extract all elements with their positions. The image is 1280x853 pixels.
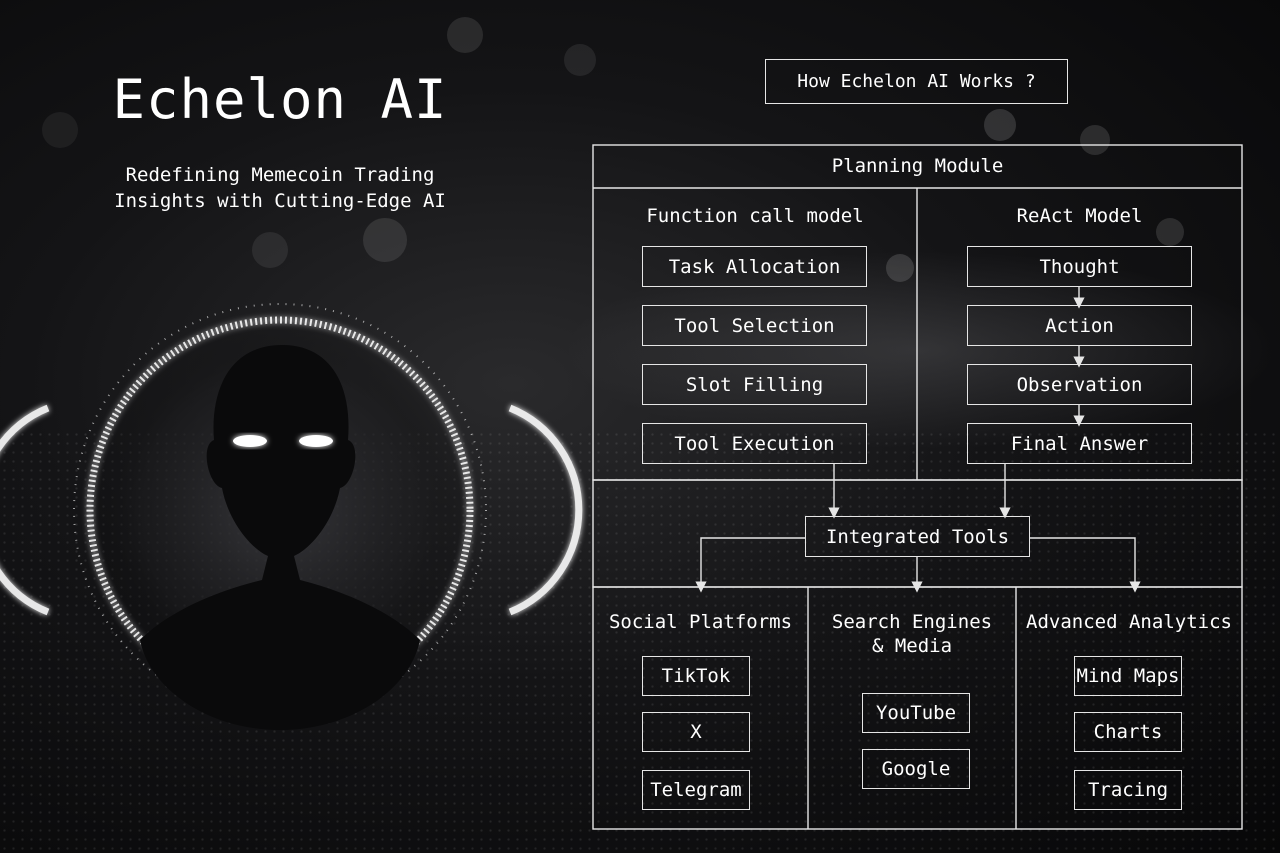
- telegram-box: Telegram: [642, 770, 750, 810]
- search-engines-title-line-2: & Media: [871, 635, 953, 657]
- advanced-analytics-title: Advanced Analytics: [1026, 611, 1232, 633]
- tracing-box: Tracing: [1074, 770, 1182, 810]
- subtitle-line-1: Redefining Memecoin Trading: [125, 164, 435, 186]
- tool-execution-box: Tool Execution: [642, 423, 867, 464]
- integrated-tools-box: Integrated Tools: [805, 516, 1030, 557]
- tiktok-box: TikTok: [642, 656, 750, 696]
- mist-glow: [560, 250, 1280, 450]
- charts-box: Charts: [1074, 712, 1182, 752]
- brand-title: Echelon AI: [112, 68, 448, 131]
- halo-ring: [86, 316, 474, 704]
- planning-module-title: Planning Module: [831, 155, 1004, 177]
- observation-box: Observation: [967, 364, 1192, 405]
- how-it-works-button[interactable]: How Echelon AI Works ?: [765, 59, 1068, 104]
- tool-selection-box: Tool Selection: [642, 305, 867, 346]
- left-arc: [0, 404, 50, 616]
- google-box: Google: [862, 749, 970, 789]
- function-call-model-title: Function call model: [646, 205, 864, 227]
- final-answer-box: Final Answer: [967, 423, 1192, 464]
- x-box: X: [642, 712, 750, 752]
- bokeh-orbs: [42, 17, 1184, 282]
- silhouette: [140, 345, 420, 730]
- mind-maps-box: Mind Maps: [1074, 656, 1182, 696]
- slot-filling-box: Slot Filling: [642, 364, 867, 405]
- search-engines-title: Search Engines & Media: [808, 610, 1016, 658]
- social-platforms-title: Social Platforms: [608, 611, 793, 633]
- task-allocation-box: Task Allocation: [642, 246, 867, 287]
- right-eye: [299, 435, 333, 447]
- youtube-box: YouTube: [862, 693, 970, 733]
- left-eye: [233, 435, 267, 447]
- brand-subtitle: Redefining Memecoin Trading Insights wit…: [70, 162, 490, 214]
- react-model-title: ReAct Model: [1016, 205, 1143, 227]
- halo-outer-particles: [73, 303, 487, 717]
- subtitle-line-2: Insights with Cutting-Edge AI: [114, 190, 446, 212]
- right-arc: [508, 404, 583, 616]
- search-engines-title-line-1: Search Engines: [831, 611, 993, 633]
- action-box: Action: [967, 305, 1192, 346]
- thought-box: Thought: [967, 246, 1192, 287]
